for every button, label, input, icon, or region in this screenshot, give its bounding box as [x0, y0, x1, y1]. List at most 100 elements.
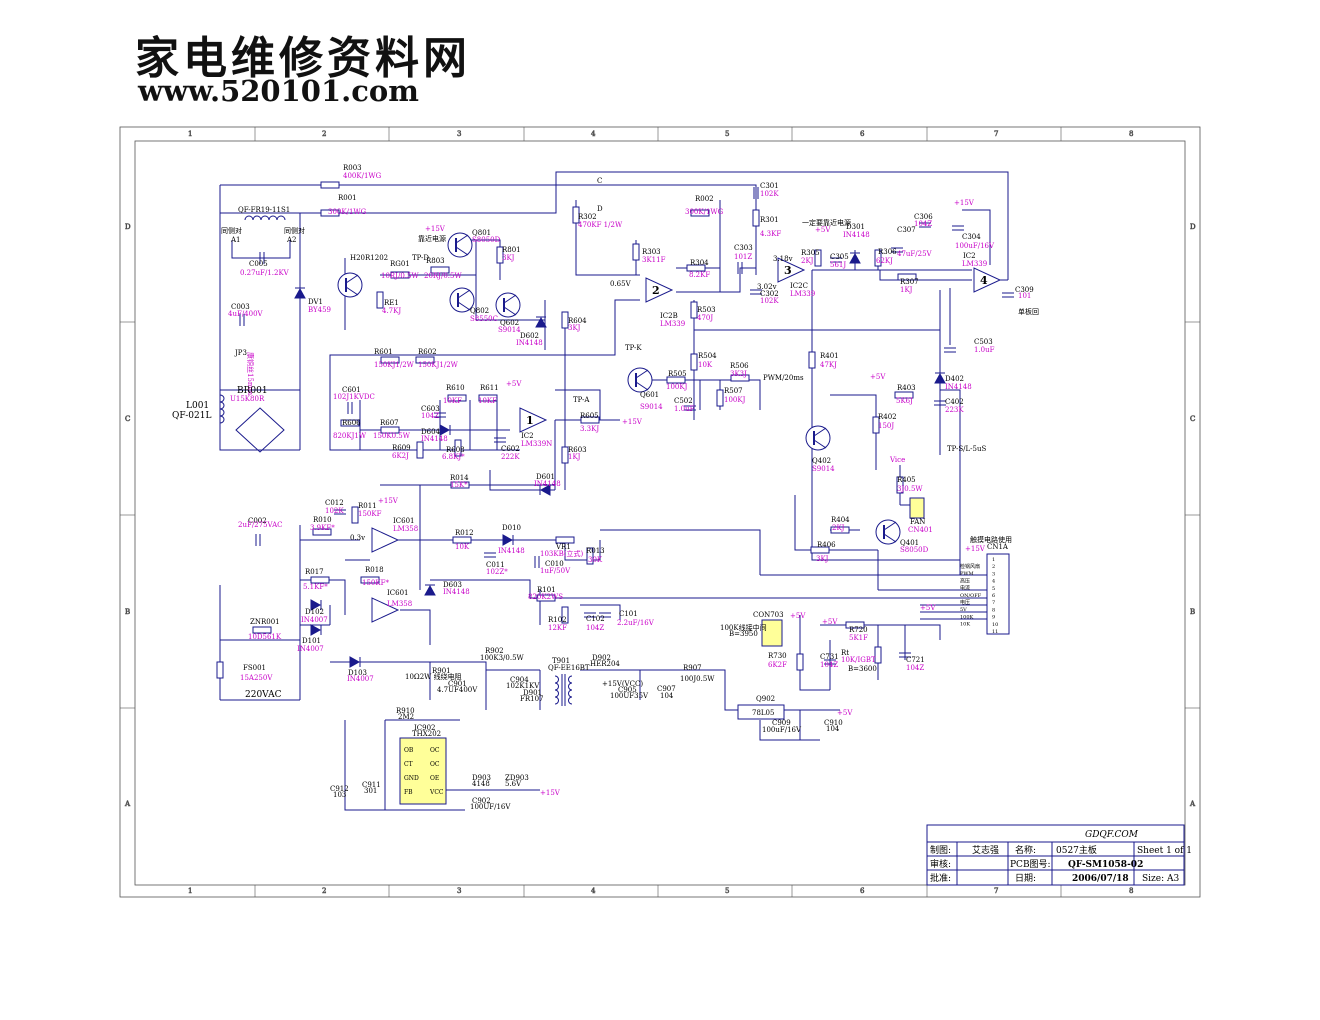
watermark-url: www.520101.com [138, 74, 419, 108]
val-q602: S9014 [498, 326, 521, 334]
ic902-pin-left: FB [404, 789, 413, 796]
ic902-val: THX202 [412, 730, 441, 738]
val-r307: 1KJ [900, 286, 913, 294]
zone-row-C: C [1190, 415, 1195, 423]
label-side-l: 同侧对 [221, 226, 242, 235]
symbol-r803 [430, 266, 450, 274]
cn1a-pin: 1 [992, 557, 995, 563]
zone-row-D: D [125, 223, 131, 231]
wire-95 [820, 624, 941, 640]
val-r302: 470KF 1/2W [578, 221, 623, 229]
val-r401: 47KJ [820, 361, 837, 369]
label-15v-f: +15V [540, 789, 561, 797]
symbol-c307 [891, 247, 903, 253]
ref-q802: Q802 [470, 307, 489, 315]
val-r607: 150K0.5W [373, 432, 411, 440]
label-15v-d: +15V [378, 497, 399, 505]
label-tp-s: TP-S/L-5uS [947, 445, 986, 453]
wire-45 [811, 440, 960, 561]
symbol-r012 [452, 536, 472, 544]
r902-val: 100K3/0.5W [480, 654, 525, 662]
zone-row-A: A [124, 800, 131, 808]
symbol-t901 [554, 674, 573, 706]
q902-val: 78L05 [752, 709, 774, 717]
symbol-h20 [337, 272, 363, 298]
val-r609: 6K2J [392, 452, 409, 460]
val-r506: 3K3J [730, 370, 747, 378]
ref-c304: C304 [962, 233, 981, 241]
zone-row-D: D [1190, 223, 1196, 231]
ref-r505: R505 [668, 370, 687, 378]
wire-1 [220, 171, 1009, 280]
c909-ref: C909 [772, 719, 791, 727]
ref-r014: R014 [450, 474, 469, 482]
t901-ref: T901 [552, 657, 570, 665]
symbol-ic2a: 1 [519, 407, 548, 433]
symbol-vr1 [555, 536, 575, 544]
ref-r011: R011 [358, 502, 377, 510]
symbol-q402 [805, 425, 831, 451]
symbol-br001 [235, 407, 285, 453]
tb-made-by: 艾志强 [972, 844, 999, 856]
c904-val: 102K1KV [506, 682, 540, 690]
symbol-r302 [572, 206, 580, 224]
ref-r730: R730 [768, 652, 787, 660]
val-d301: IN4148 [843, 231, 870, 239]
ref-r305: R305 [801, 249, 820, 257]
val-c003: 4uF/400V [228, 310, 264, 318]
symbol-r011 [351, 506, 359, 524]
label-5v-a: +5V [506, 380, 522, 388]
label-065v: 0.65V [610, 280, 632, 288]
symbol-r601 [380, 356, 400, 364]
symbol-r720 [845, 621, 865, 629]
ref-c303: C303 [734, 244, 753, 252]
label-5v-b: +5V [815, 226, 831, 234]
c907-val: 104 [660, 692, 674, 700]
c901-val: 4.7UF400V [437, 686, 478, 694]
wire-93 [799, 615, 830, 691]
ref-d601: D601 [536, 473, 555, 481]
d901-val: FR107 [520, 695, 544, 703]
val-c303: 101Z [734, 253, 752, 261]
symbol-d101 [310, 624, 322, 636]
val-fan: CN401 [908, 526, 933, 534]
ref-r607: R607 [380, 419, 399, 427]
label-b3950: B=3950 [729, 630, 758, 638]
symbol-r607 [380, 426, 400, 434]
c911-val: 301 [364, 787, 377, 795]
ref-c309: C309 [1015, 286, 1034, 294]
symbol-fs001 [216, 661, 224, 679]
c902-ref: C902 [472, 797, 491, 805]
ref-r503: R503 [697, 306, 716, 314]
symbol-c402 [934, 400, 946, 406]
r907-ref: R907 [683, 664, 702, 672]
wire-48 [940, 389, 961, 575]
cn1a-pin: 7 [992, 600, 995, 606]
val-r010: 3.9KF* [310, 524, 335, 532]
val-r605: 3.3KJ [580, 425, 599, 433]
ref-rt: Rt [841, 649, 849, 657]
wire-81 [430, 661, 487, 710]
c905-ref: C905 [618, 686, 637, 694]
r901-ref: R901 [432, 667, 451, 675]
val-c302: 102K [760, 297, 779, 305]
val-rt: 10K/IGBT [841, 656, 876, 664]
label-15v-e: +15V [965, 545, 986, 553]
symbol-c012 [334, 509, 346, 515]
symbol-c503 [944, 347, 956, 353]
c904-ref: C904 [510, 676, 529, 684]
ref-dv1: DV1 [308, 298, 323, 306]
ref-r803: R803 [426, 257, 445, 265]
symbol-r014 [450, 481, 470, 489]
symbol-rg01 [390, 271, 410, 279]
symbol-r002 [690, 209, 710, 217]
r901-val: 10Ω2W 线绕电阻 [405, 672, 462, 681]
val-c101: 2.2uF/16V [617, 619, 655, 627]
symbol-ic2b: 2 [645, 277, 674, 303]
symbol-znr [252, 626, 272, 634]
val-c731: 104Z [820, 661, 838, 669]
cn1a-pin: 10 [992, 622, 998, 628]
label-side-r: 同侧对 [284, 226, 305, 235]
ref-r504: R504 [698, 352, 717, 360]
